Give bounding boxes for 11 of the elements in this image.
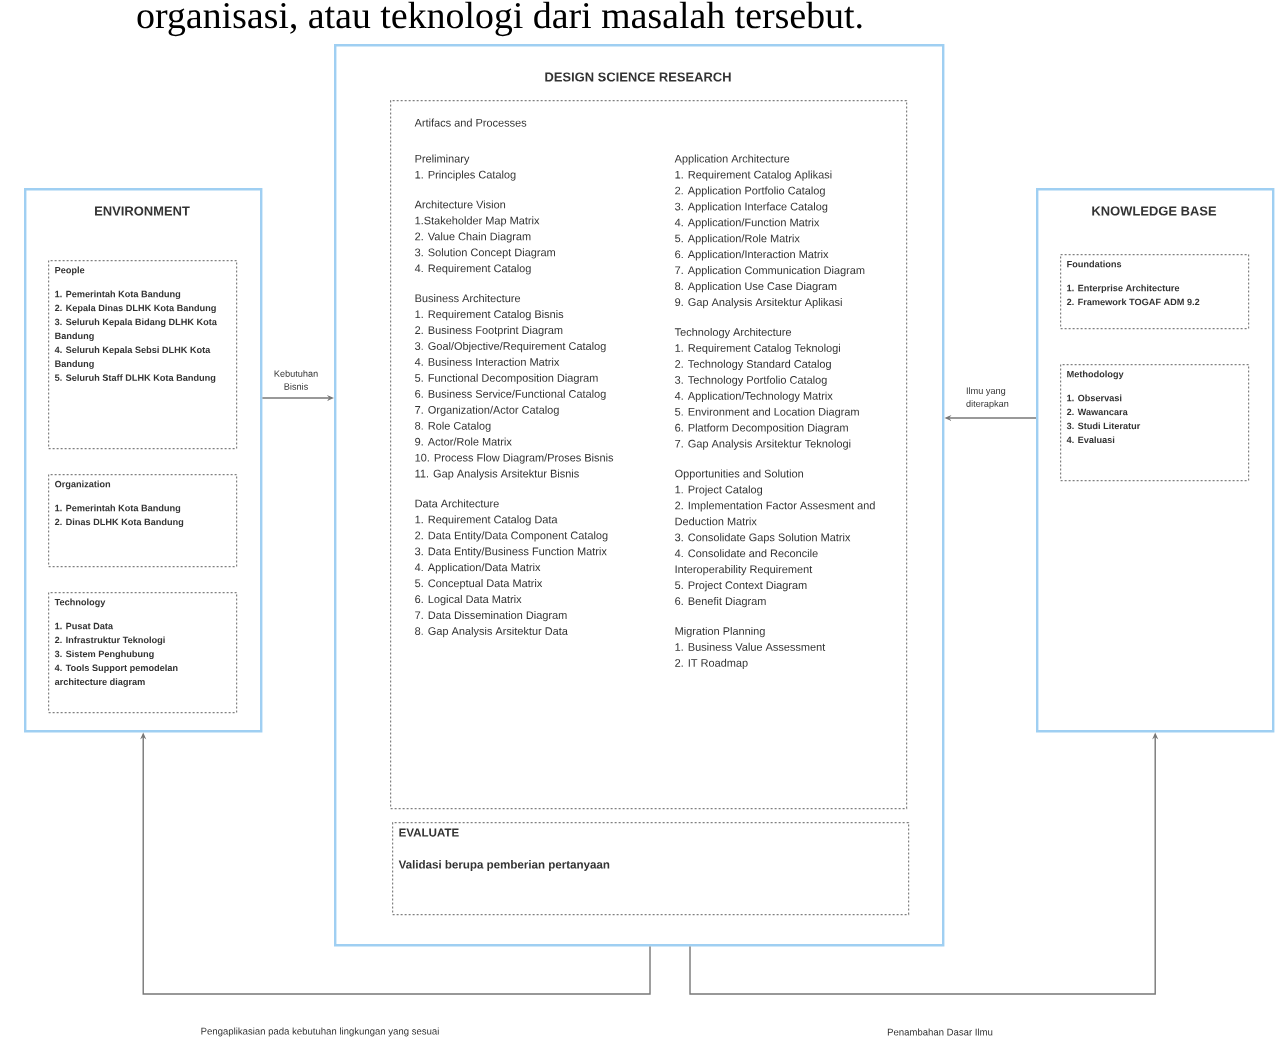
dotted-box — [390, 100, 908, 810]
panel — [24, 188, 263, 733]
body-text: organisasi, atau teknologi dari masalah tersebut. — [137, 1, 862, 37]
dotted-box — [1060, 254, 1250, 330]
dotted-box — [392, 822, 910, 916]
dotted-box — [48, 592, 238, 714]
dotted-box — [48, 260, 238, 450]
panel — [1036, 188, 1275, 733]
dotted-box — [1060, 364, 1250, 482]
panel — [334, 44, 945, 947]
dotted-box — [48, 474, 238, 568]
